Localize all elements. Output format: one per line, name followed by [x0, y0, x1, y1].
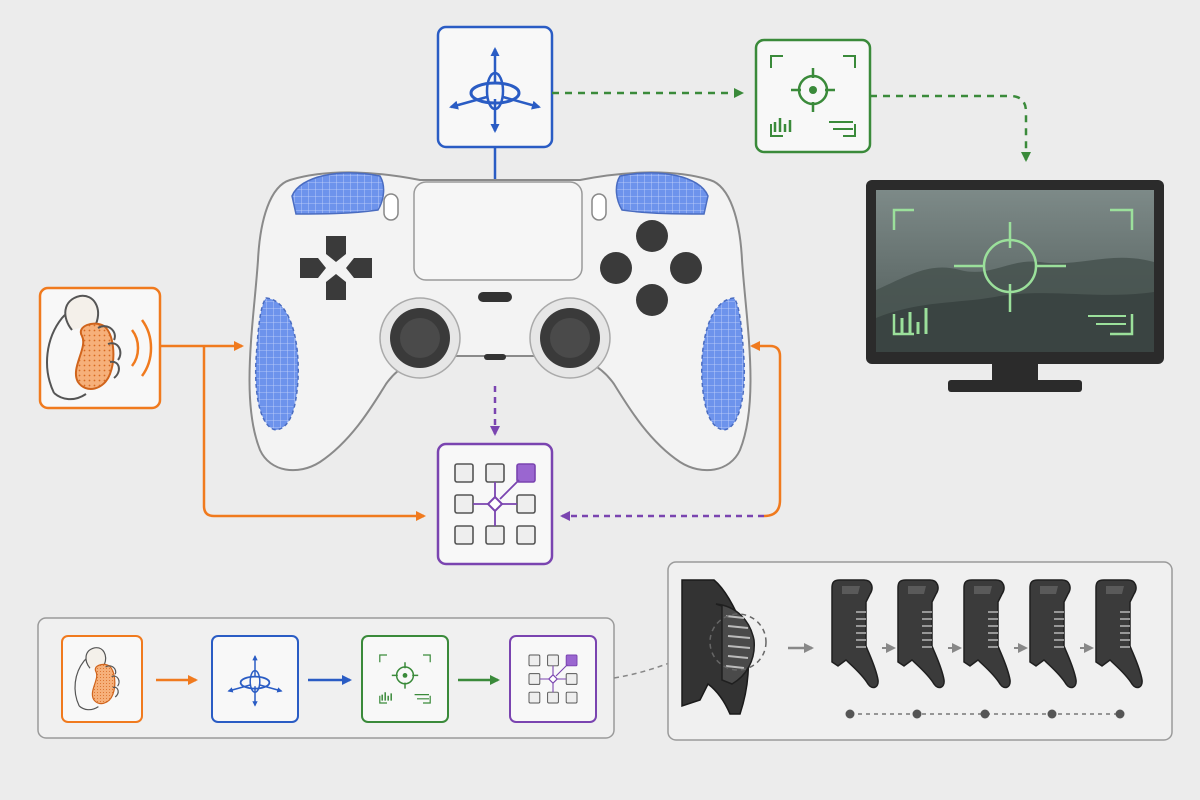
center-button — [478, 292, 512, 302]
game-controller — [248, 171, 752, 472]
trigger-closeup — [681, 579, 767, 715]
input-mapping-grid-icon — [528, 654, 578, 704]
mic-button — [484, 354, 506, 360]
crosshair-screen-icon — [892, 208, 1134, 336]
input-mapping-node — [436, 442, 554, 566]
right-thumbstick — [529, 297, 611, 379]
left-bumper — [291, 172, 385, 215]
pipeline-step-aim — [361, 635, 449, 723]
grip-to-mapping-arrow — [202, 346, 426, 521]
feedback-to-controller-arrow — [750, 341, 782, 518]
options-button — [591, 193, 607, 221]
monitor — [866, 180, 1164, 392]
right-bumper — [615, 172, 709, 215]
create-button — [383, 193, 399, 221]
face-buttons — [600, 220, 702, 316]
pipeline-step-mapping — [509, 635, 597, 723]
pipeline-step-motion — [211, 635, 299, 723]
touchpad — [413, 181, 583, 281]
aim-assist-node — [754, 38, 872, 154]
aim-to-monitor-arrow — [870, 94, 1031, 162]
left-grip-pad — [254, 297, 299, 431]
pipeline-panel — [37, 617, 615, 739]
right-grip-pad — [701, 297, 746, 431]
motion-sensor-node — [436, 25, 554, 149]
grip-sensor-node — [38, 286, 162, 410]
input-mapping-grid-icon — [454, 463, 536, 545]
trigger-detail-panel — [667, 561, 1173, 741]
dpad — [300, 236, 372, 300]
pipeline-step-grip — [61, 635, 143, 723]
left-thumbstick — [379, 297, 461, 379]
stage-timeline — [845, 709, 1125, 719]
